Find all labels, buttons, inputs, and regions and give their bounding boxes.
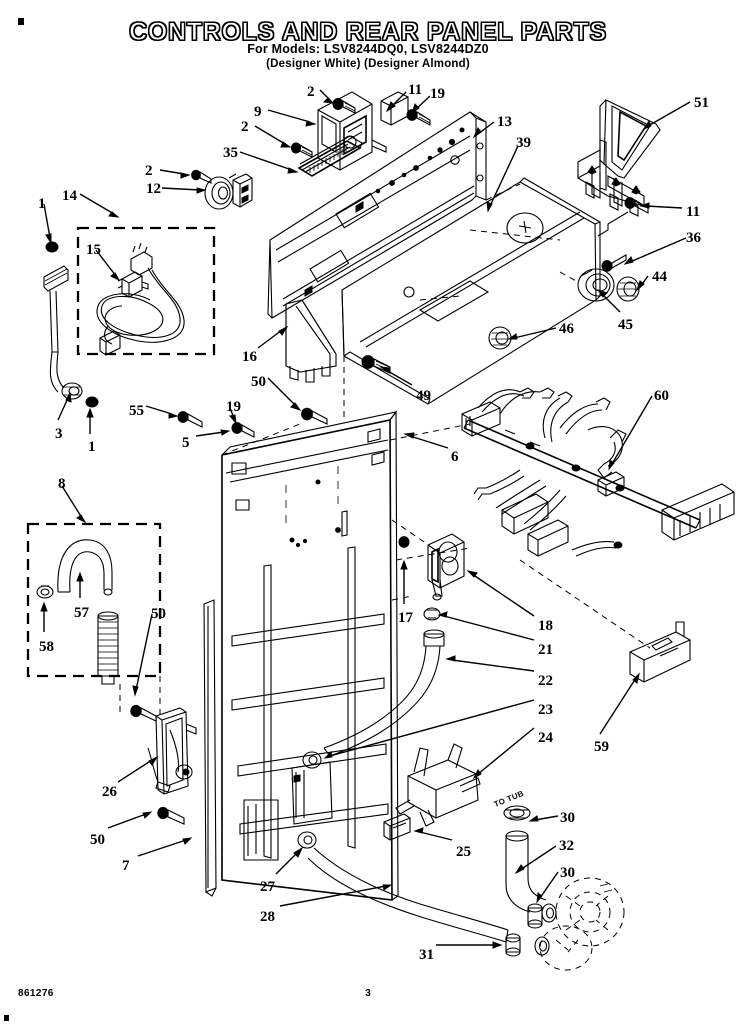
model-numbers-line: For Models: LSV8244DQ0, LSV8244DZ0: [247, 42, 489, 56]
callout-number: 27: [260, 879, 275, 895]
console-graphic-strip: [299, 136, 362, 176]
callout-number: 2: [307, 84, 315, 100]
footer-page-number: 3: [365, 988, 371, 999]
pump-drain-hoses: [298, 806, 624, 970]
callout-number: 8: [58, 476, 66, 492]
lid-hinge-support: [578, 100, 660, 236]
footer-part-number: 861276: [18, 988, 54, 999]
assembly-guide-lines: [120, 184, 650, 716]
water-inlet-valve: [205, 174, 252, 209]
console-end-cap: [286, 300, 336, 382]
callout-number: 46: [559, 321, 574, 337]
callout-number: 55: [129, 403, 144, 419]
callout-number: 30: [560, 865, 575, 881]
callout-number: 22: [538, 673, 553, 689]
callout-number: 2: [241, 119, 249, 135]
callout-number: 13: [497, 114, 512, 130]
callout-number: 24: [538, 730, 553, 746]
callout-number: 17: [398, 610, 413, 626]
callout-number: 1: [38, 196, 46, 212]
hinge-bracket: [148, 708, 196, 794]
drain-hose-kit: [28, 524, 160, 684]
callout-number: 15: [86, 242, 101, 258]
callout-number: 1: [88, 439, 96, 455]
callout-number: 23: [538, 702, 553, 718]
callout-leader-lines: [41, 90, 690, 948]
console-rail-assembly: [268, 112, 486, 318]
callout-number: 50: [90, 832, 105, 848]
callout-number: 35: [223, 145, 238, 161]
rear-panel: [222, 412, 398, 900]
callout-number: 11: [686, 204, 701, 220]
callout-number: 57: [74, 605, 89, 621]
callout-number: 18: [538, 618, 553, 634]
callout-number: 2: [145, 163, 153, 179]
callout-number: 16: [242, 349, 257, 365]
pressure-switch-assembly: [303, 534, 464, 768]
callout-number: 19: [430, 86, 445, 102]
callout-number: 58: [39, 639, 54, 655]
callout-number: 36: [686, 230, 701, 246]
callout-number: 39: [516, 135, 531, 151]
callout-number: 44: [652, 269, 667, 285]
callout-number: 51: [694, 95, 709, 111]
callout-number: 32: [559, 838, 574, 854]
cabinet-side-rail: [204, 600, 216, 896]
callout-number: 49: [416, 388, 431, 404]
power-cord-group: [78, 228, 214, 355]
callout-number: 12: [146, 181, 161, 197]
callout-number: 3: [55, 426, 63, 442]
pump-support-bracket: [396, 744, 480, 826]
callout-number: 5: [182, 435, 190, 451]
callout-number: 19: [226, 399, 241, 415]
callout-number: 50: [251, 374, 266, 390]
page-title: CONTROLS AND REAR PANEL PARTS: [129, 17, 607, 46]
callout-number: 60: [654, 388, 669, 404]
push-button-switch: [381, 92, 408, 125]
callout-number: 14: [62, 188, 77, 204]
console-front-panel: [342, 178, 600, 404]
drain-hose-clip: [384, 814, 410, 840]
leveling-foot: [630, 622, 690, 682]
console-trim-parts: [489, 269, 639, 349]
callout-number: 30: [560, 810, 575, 826]
callout-number: 7: [122, 858, 130, 874]
callout-number: 28: [260, 909, 275, 925]
callout-number: 11: [408, 82, 423, 98]
callout-number: 6: [451, 449, 459, 465]
wire-harness: [462, 388, 734, 556]
registration-mark-top-left: [18, 18, 24, 25]
callout-number: 50: [151, 606, 166, 622]
callout-number: 25: [456, 844, 471, 860]
callout-number: 59: [594, 739, 609, 755]
callout-number: 21: [538, 642, 553, 658]
timer-assembly: [318, 92, 386, 170]
callout-number: 9: [254, 104, 262, 120]
callout-number: 45: [618, 317, 633, 333]
callout-number: 31: [419, 947, 434, 963]
color-variants-line: (Designer White) (Designer Almond): [266, 58, 470, 70]
registration-mark-bottom-left: [4, 1015, 9, 1021]
water-fill-tube: [44, 266, 82, 399]
callout-number: 26: [102, 784, 117, 800]
